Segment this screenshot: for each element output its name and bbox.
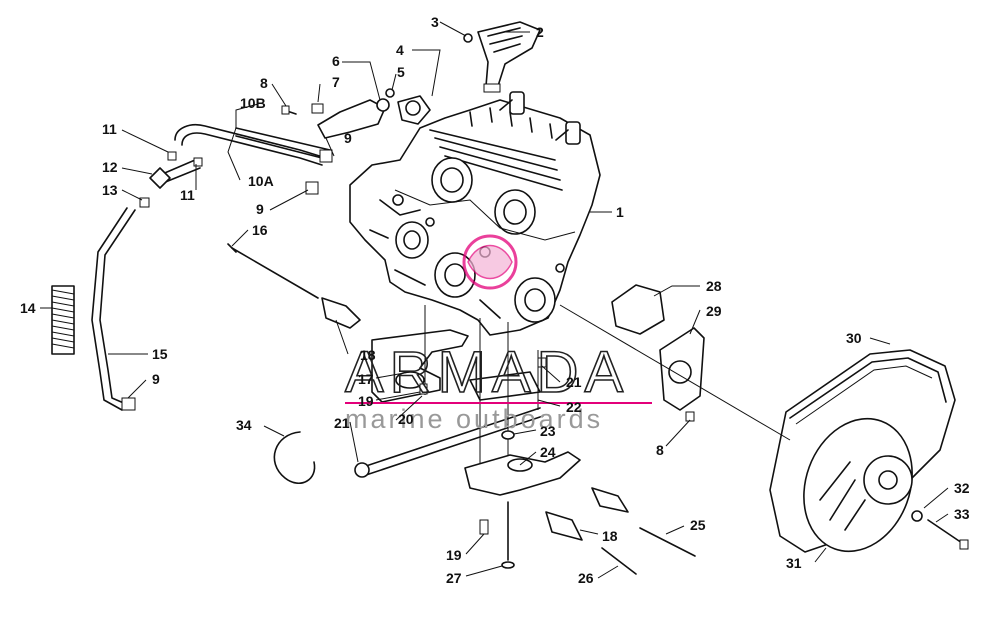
callout-15: 15 bbox=[152, 346, 168, 362]
callout-20: 20 bbox=[398, 411, 414, 427]
callout-26: 26 bbox=[578, 570, 594, 586]
watermark-logo-mark bbox=[462, 234, 518, 290]
callout-labels: 1 2 3 4 5 6 7 8 8 9 9 9 10A 10B 11 11 12… bbox=[20, 14, 970, 586]
callout-12: 12 bbox=[102, 159, 118, 175]
callout-11-top: 11 bbox=[102, 121, 117, 137]
callout-9-top: 9 bbox=[344, 130, 352, 146]
callout-4: 4 bbox=[396, 42, 404, 58]
top-brackets bbox=[281, 88, 431, 139]
callout-10B: 10B bbox=[240, 95, 266, 111]
callout-5: 5 bbox=[397, 64, 405, 80]
callout-17: 17 bbox=[358, 371, 374, 387]
callout-9-low: 9 bbox=[152, 371, 160, 387]
callout-22: 22 bbox=[566, 399, 582, 415]
callout-3: 3 bbox=[431, 14, 439, 30]
callout-9-mid: 9 bbox=[256, 201, 264, 217]
callout-29: 29 bbox=[706, 303, 722, 319]
callout-19-low: 19 bbox=[446, 547, 462, 563]
callout-33: 33 bbox=[954, 506, 970, 522]
watermark-tagline: marine outboards bbox=[345, 404, 603, 434]
callout-10A: 10A bbox=[248, 173, 274, 189]
callout-18-low: 18 bbox=[602, 528, 618, 544]
callout-2: 2 bbox=[536, 24, 544, 40]
watermark-brand: ARMADA bbox=[345, 340, 629, 405]
callout-8-plate: 8 bbox=[656, 442, 664, 458]
callout-23: 23 bbox=[540, 423, 556, 439]
callout-32: 32 bbox=[954, 480, 970, 496]
drive-clutch bbox=[769, 349, 969, 553]
callout-8-top: 8 bbox=[260, 75, 268, 91]
coolant-hoses bbox=[51, 124, 333, 411]
callout-21-right: 21 bbox=[566, 374, 582, 390]
lift-handle bbox=[463, 21, 541, 93]
callout-24: 24 bbox=[540, 444, 556, 460]
callout-7: 7 bbox=[332, 74, 340, 90]
callout-21-left: 21 bbox=[334, 415, 350, 431]
circlip bbox=[273, 431, 316, 484]
callout-34: 34 bbox=[236, 417, 252, 433]
callout-18-top: 18 bbox=[360, 347, 376, 363]
callout-19-top: 19 bbox=[358, 393, 374, 409]
callout-16: 16 bbox=[252, 222, 268, 238]
callout-11-side: 11 bbox=[180, 187, 195, 203]
callout-25: 25 bbox=[690, 517, 706, 533]
callout-14: 14 bbox=[20, 300, 36, 316]
engine-assembly bbox=[349, 91, 601, 336]
side-plates bbox=[611, 284, 705, 422]
callout-1: 1 bbox=[616, 204, 624, 220]
callout-27: 27 bbox=[446, 570, 462, 586]
callout-6: 6 bbox=[332, 53, 340, 69]
callout-31: 31 bbox=[786, 555, 802, 571]
leader-lines bbox=[40, 21, 949, 579]
watermark-logo-flower bbox=[467, 244, 513, 280]
armada-watermark: ARMADA marine outboards bbox=[344, 234, 652, 434]
callout-30: 30 bbox=[846, 330, 862, 346]
callout-13: 13 bbox=[102, 182, 118, 198]
engine-mounts bbox=[227, 243, 696, 575]
callout-28: 28 bbox=[706, 278, 722, 294]
